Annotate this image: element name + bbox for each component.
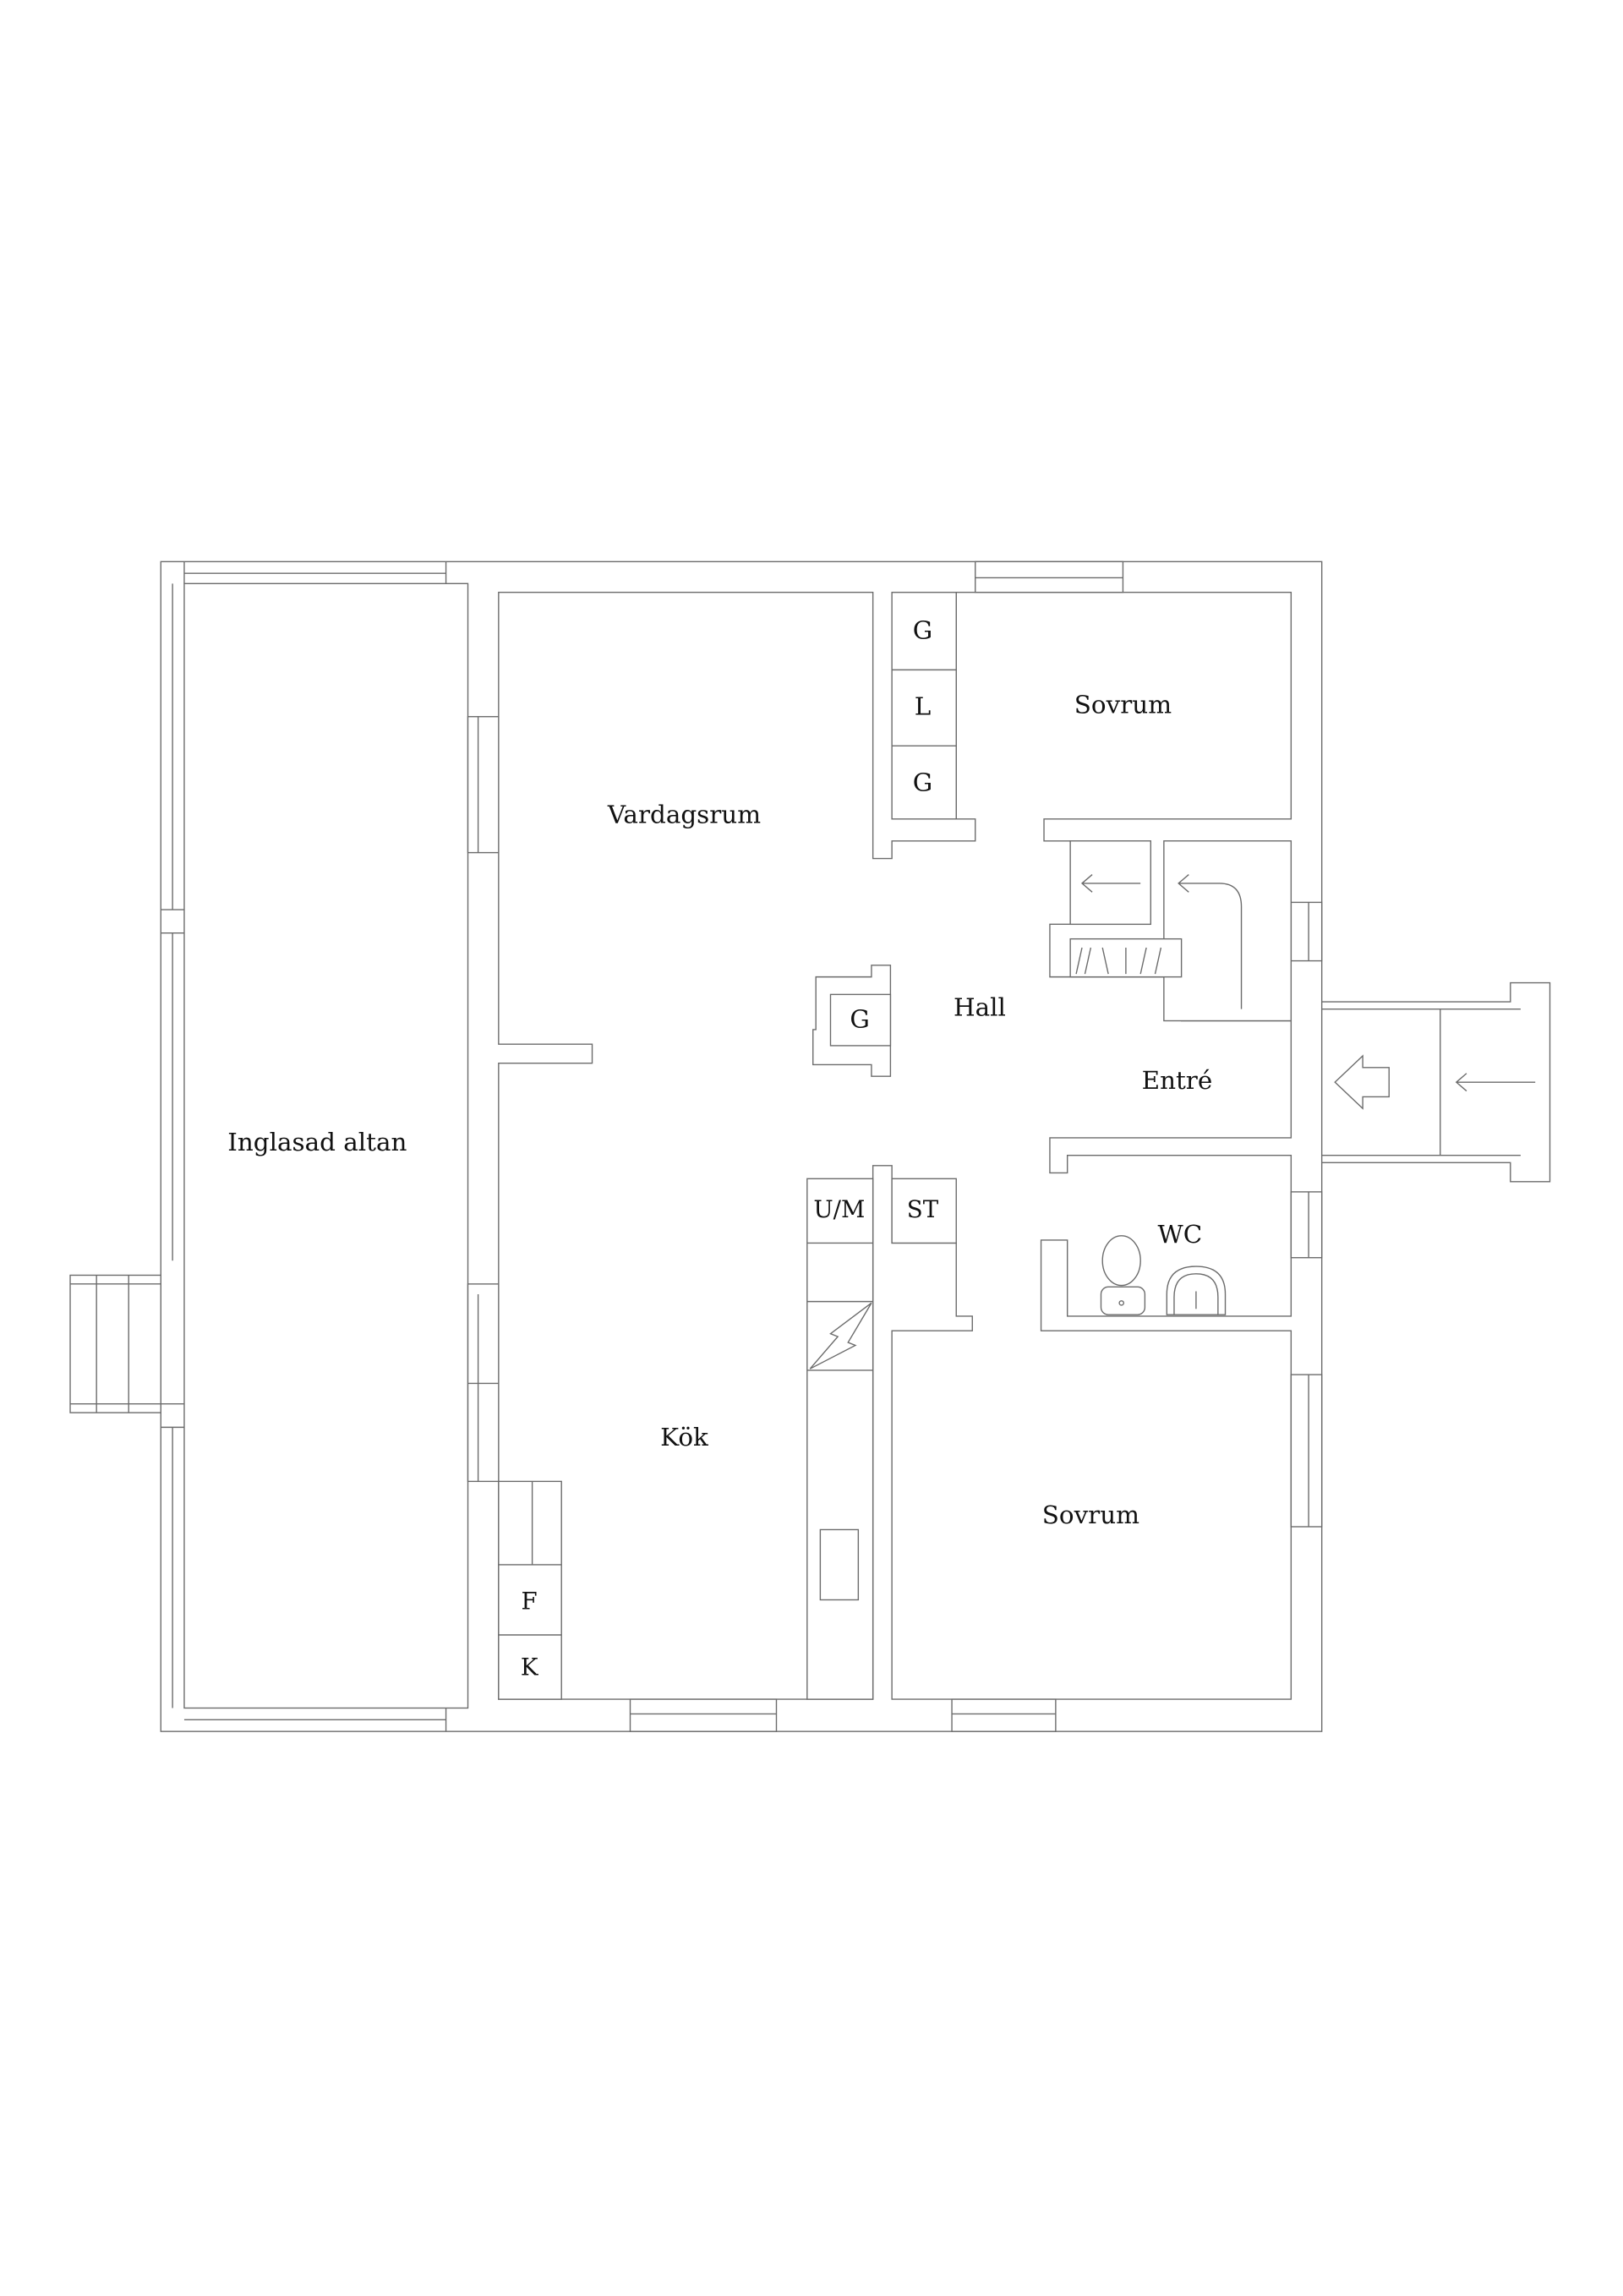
toilet-icon [1100,1235,1146,1315]
closet-stack [891,592,957,820]
room-label-wc: WC [1158,1220,1203,1249]
room-label-vardagsrum: Vardagsrum [607,800,761,828]
room-label-kok: Kök [660,1423,709,1451]
room-label-entre: Entré [1142,1066,1213,1095]
sink [819,1528,860,1601]
st-label: ST [907,1195,939,1223]
closet-g1-label: G [913,615,932,644]
entrance-ramp [1320,981,1551,1183]
k-label: K [521,1653,539,1681]
altan-room [183,582,469,1709]
altan-steps [69,1274,161,1413]
fireplace-label: G [850,1005,869,1034]
hall-wardrobes [1069,840,1292,1022]
closet-g2-label: G [913,768,932,796]
washbasin-icon [1166,1266,1227,1315]
fireplace [812,965,892,1077]
stove-icon [809,1302,872,1369]
altan-windows [161,561,447,1732]
interior-windows [467,560,1323,1732]
room-label-sovrum-bottom: Sovrum [1042,1501,1139,1529]
room-label-hall: Hall [954,993,1006,1022]
f-label: F [522,1587,538,1615]
um-label: U/M [813,1195,865,1223]
room-label-altan: Inglasad altan [227,1128,407,1156]
room-label-sovrum-top: Sovrum [1074,691,1172,719]
kitchen-counters [498,1178,957,1700]
entry-arrow-icon [1334,1054,1390,1110]
closet-l-label: L [915,692,932,720]
